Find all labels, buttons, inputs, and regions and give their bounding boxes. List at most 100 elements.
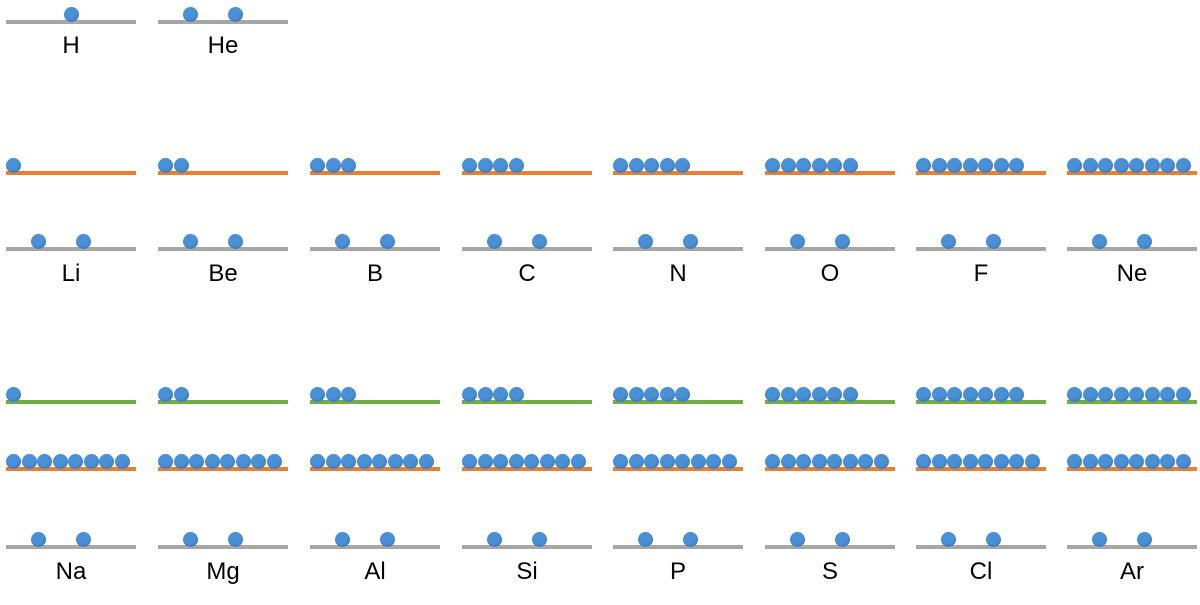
electron-dot: [341, 158, 356, 173]
element-symbol-f: F: [973, 260, 989, 287]
electron-dot: [947, 158, 962, 173]
electron-dot: [37, 454, 52, 469]
shell-1-line: [6, 545, 136, 549]
electron-dot: [539, 454, 555, 469]
electron-dot: [993, 454, 1009, 469]
electron-dot: [690, 454, 706, 469]
shell-2-line: [310, 171, 440, 175]
electron-dot: [1144, 387, 1160, 402]
electron-dot: [1129, 454, 1144, 469]
electron-dot: [493, 387, 508, 402]
shell-1-line: [6, 247, 136, 251]
shell-2-line: [916, 171, 1046, 175]
electron-dot: [796, 387, 811, 402]
shell-2-line: [613, 171, 743, 175]
shell-2-line: [158, 467, 288, 471]
electron-dot: [75, 532, 91, 547]
element-symbol-o: O: [820, 260, 840, 287]
electron-dot: [827, 387, 842, 402]
electron-dot: [173, 454, 189, 469]
element-symbol-s: S: [821, 558, 838, 585]
electron-dot: [1144, 454, 1160, 469]
electron-dot: [1082, 158, 1098, 173]
electron-dot: [310, 387, 325, 402]
shell-2-line: [1067, 467, 1197, 471]
electron-dot: [789, 532, 805, 547]
electron-dot: [379, 532, 395, 547]
electron-dot: [1067, 454, 1082, 469]
electron-dot: [1175, 387, 1191, 402]
electron-dot: [1113, 387, 1129, 402]
electron-dot: [508, 158, 524, 173]
electron-dot: [811, 454, 827, 469]
shell-1-line: [765, 545, 895, 549]
electron-dot: [873, 454, 889, 469]
shell-1-line: [765, 247, 895, 251]
electron-dot: [962, 158, 978, 173]
electron-dot: [508, 454, 524, 469]
electron-dot: [462, 454, 477, 469]
shell-1-line: [6, 20, 136, 24]
electron-dot: [796, 158, 811, 173]
electron-dot: [1091, 234, 1107, 249]
electron-dot: [21, 454, 37, 469]
electron-dot: [356, 454, 372, 469]
electron-dot: [477, 158, 493, 173]
electron-dot: [644, 387, 659, 402]
electron-dot: [1175, 454, 1191, 469]
shell-2-line: [765, 171, 895, 175]
electron-dot: [266, 454, 282, 469]
shell-3-line: [613, 400, 743, 404]
electron-dot: [682, 234, 698, 249]
electron-dot: [310, 158, 325, 173]
electron-dot: [1144, 158, 1160, 173]
electron-dot: [1160, 158, 1175, 173]
electron-dot: [1175, 158, 1191, 173]
electron-dot: [83, 454, 99, 469]
electron-dot: [628, 158, 644, 173]
shell-2-line: [916, 467, 1046, 471]
element-symbol-h: H: [62, 32, 80, 59]
electron-dot: [68, 454, 83, 469]
electron-dot: [659, 158, 675, 173]
electron-dot: [158, 158, 173, 173]
shell-1-line: [613, 545, 743, 549]
element-symbol-al: Al: [364, 558, 386, 585]
shell-1-line: [613, 247, 743, 251]
shell-3-line: [765, 400, 895, 404]
electron-dot: [227, 532, 243, 547]
element-symbol-ne: Ne: [1116, 260, 1148, 287]
shell-2-line: [613, 467, 743, 471]
shell-1-line: [158, 20, 288, 24]
electron-dot: [204, 454, 220, 469]
electron-dot: [379, 234, 395, 249]
shell-1-line: [310, 247, 440, 251]
electron-dot: [706, 454, 721, 469]
electron-dot: [341, 387, 356, 402]
electron-dot: [682, 532, 698, 547]
electron-dot: [780, 454, 796, 469]
electron-dot: [675, 454, 690, 469]
electron-dot: [387, 454, 403, 469]
electron-dot: [721, 454, 737, 469]
shell-1-line: [916, 545, 1046, 549]
electron-dot: [6, 454, 21, 469]
element-symbol-n: N: [669, 260, 687, 287]
shell-1-line: [158, 247, 288, 251]
shell-2-line: [6, 467, 136, 471]
electron-dot: [842, 454, 858, 469]
electron-dot: [325, 158, 341, 173]
shell-1-line: [462, 247, 592, 251]
shell-3-line: [310, 400, 440, 404]
electron-dot: [637, 234, 653, 249]
electron-dot: [916, 387, 931, 402]
shell-3-line: [916, 400, 1046, 404]
shell-1-line: [462, 545, 592, 549]
shell-1-line: [1067, 247, 1197, 251]
electron-dot: [418, 454, 434, 469]
electron-dot: [52, 454, 68, 469]
shell-3-line: [1067, 400, 1197, 404]
electron-dot: [985, 234, 1001, 249]
electron-dot: [158, 454, 173, 469]
